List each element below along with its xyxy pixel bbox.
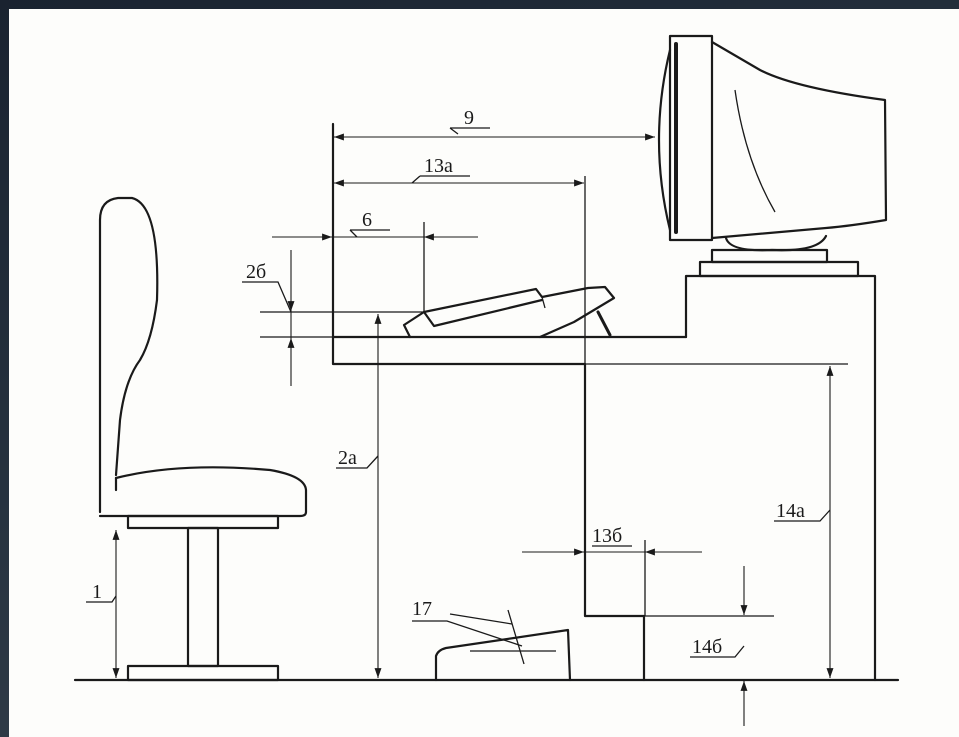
label-leaders: [86, 127, 831, 658]
keyboard-body: [402, 285, 616, 339]
chair-backrest: [98, 196, 159, 514]
drawing-sheet: [9, 9, 959, 737]
label-2a: 2а: [338, 447, 357, 469]
monitor-screen-curve: [657, 48, 672, 232]
keyboard-leg: [596, 310, 612, 337]
chair-column: [186, 526, 220, 668]
chair-seat-plate: [126, 514, 280, 530]
label-13a: 13а: [424, 155, 453, 177]
monitor-stand-base: [698, 260, 860, 278]
monitor-bezel: [668, 34, 714, 242]
monitor-stand-neck: [724, 234, 828, 252]
label-9: 9: [464, 107, 474, 129]
label-17: 17: [412, 598, 432, 620]
keyboard: [402, 285, 616, 339]
label-13b: 13б: [592, 525, 622, 547]
desk-outline: [331, 122, 646, 682]
label-6: 6: [362, 209, 372, 231]
desk: [331, 122, 877, 682]
chair: [98, 196, 308, 682]
label-14a: 14а: [776, 500, 805, 522]
chair-seat: [98, 466, 308, 518]
label-1: 1: [92, 581, 102, 603]
monitor-body: [710, 40, 888, 240]
monitor-stand-plate: [710, 248, 829, 264]
monitor: [657, 34, 888, 278]
footrest: [434, 628, 572, 682]
label-14b: 14б: [692, 636, 722, 658]
label-2b: 2б: [246, 261, 266, 283]
chair-base: [126, 664, 280, 682]
